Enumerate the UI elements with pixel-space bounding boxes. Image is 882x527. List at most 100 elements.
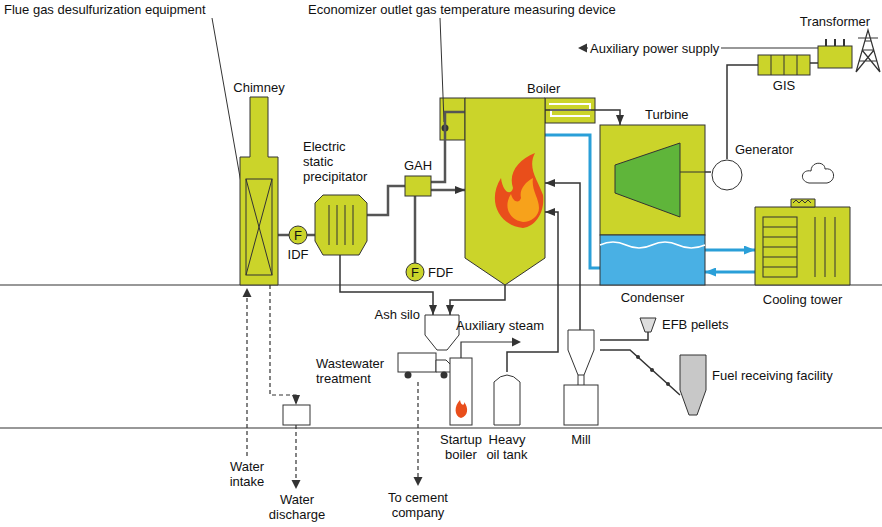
power-cable [810,62,818,64]
water-line [414,477,423,486]
gas-insulated-switchgear: GIS [758,55,810,75]
water-line [295,425,296,482]
startup-boiler-shape [456,400,468,418]
equipment-label: GIS [758,78,810,93]
generator-shape [712,160,742,190]
equipment-label: EFB pellets [662,317,742,332]
fan-symbol-letter: F [406,265,424,280]
flue-gas-duct [367,186,405,215]
water-line [243,288,252,297]
ash-line [340,255,433,315]
cooling-water-pipe [705,249,755,252]
wastewater-line [270,285,296,405]
equipment-label: Ash silo [363,307,420,322]
condenser-shape [600,235,705,285]
forced-draft-fan: FFDF [406,263,424,281]
wastewater-treatment-shape [283,405,310,425]
chimney-shape [240,97,278,285]
wastewater-treatment-shape [283,405,310,425]
chimney: Chimney [240,97,278,285]
mill-shape [568,330,594,375]
fuel-pipe [545,183,580,330]
equipment-label: Wastewater treatment [316,356,396,386]
startup-boiler-shape [450,358,472,425]
turbine: Turbine [600,125,705,235]
boiler: Boiler [465,98,545,285]
equipment-label: IDF [283,247,313,262]
steam-pipe [545,110,620,125]
ash-truck [441,372,448,379]
efb-pellet-hopper-shape [640,318,656,332]
air-duct [414,196,417,263]
equipment-label: GAH [401,158,435,173]
electrostatic-precipitator: Electric static precipitator [315,195,367,255]
cooling-tower: Cooling tower [755,195,850,285]
boiler-shape [465,98,545,285]
efb-pellet-hopper: EFB pellets [640,318,656,332]
chimney-shape [246,179,272,275]
ash-silo-shape [425,315,459,350]
flue-gas-duct [431,112,465,182]
equipment-label: Electric static precipitator [303,139,375,184]
water-line [246,296,247,456]
cooling-water-pipe [705,271,755,274]
heavy-oil-tank-shape [494,372,520,425]
equipment-label: Economizer outlet gas temperature measur… [308,2,668,17]
chimney-shape [240,97,278,285]
flue-gas-duct [307,234,315,237]
transformer-shape [818,46,852,68]
induced-draft-fan: FIDF [289,226,307,244]
steam-line [461,342,514,358]
conveyor-belt [600,332,648,340]
ash-truck [398,353,436,372]
transformer-shape [818,38,852,68]
steam-line [461,338,521,359]
ash-truck [405,372,412,379]
transformer-shape [826,39,844,46]
ash-line [450,285,505,315]
cooling-tower-shape [793,200,811,203]
equipment-label: Fuel receiving facility [712,368,862,383]
equipment-label: Condenser [600,290,705,305]
ash-silo: Ash silo [425,315,459,350]
condenser-shape [600,235,705,285]
efb-pellet-hopper-shape [640,318,656,332]
heavy-oil-tank-shape [494,375,520,425]
turbine-shape [680,172,705,173]
gas-air-heater-shape [405,176,431,196]
wastewater-treatment: Wastewater treatment [283,405,310,425]
flow-label: Auxiliary power supply [588,41,721,56]
mill-shape [562,330,600,425]
fuel-receiving-hopper-shape [680,355,706,415]
ash-silo-shape [425,315,459,350]
steam-line [512,338,521,347]
generator-shape [711,159,743,191]
chimney-shape [246,179,272,275]
transformer: Transformer [818,38,852,68]
boiler-shape [465,98,545,285]
forced-draft-fan-shape [406,263,424,281]
conveyor-belt [600,350,680,395]
leader-line [212,18,244,200]
heavy-oil-tank: Heavy oil tank [494,372,520,425]
ash-truck [398,353,452,379]
equipment-label: Mill [562,432,600,447]
gas-insulated-switchgear-shape [758,55,810,75]
equipment-label: Chimney [229,80,289,95]
equipment-label: Startup boiler [438,432,484,462]
flow-label: To cement company [378,490,458,520]
flue-gas-duct [278,234,289,237]
turbine-shape [600,125,705,235]
equipment-label: Transformer [796,14,874,29]
electrostatic-precipitator-shape [315,195,367,255]
electrostatic-precipitator-shape [315,195,367,255]
gas-air-heater-shape [405,176,431,196]
flow-label: Auxiliary steam [456,318,556,333]
feedwater-pipe [545,135,600,268]
electrostatic-precipitator-shape [329,205,353,245]
fuel-receiving-hopper: Fuel receiving facility [680,355,706,415]
condenser-shape [600,242,705,248]
fan-symbol-letter: F [289,228,307,243]
water-line [243,288,423,489]
